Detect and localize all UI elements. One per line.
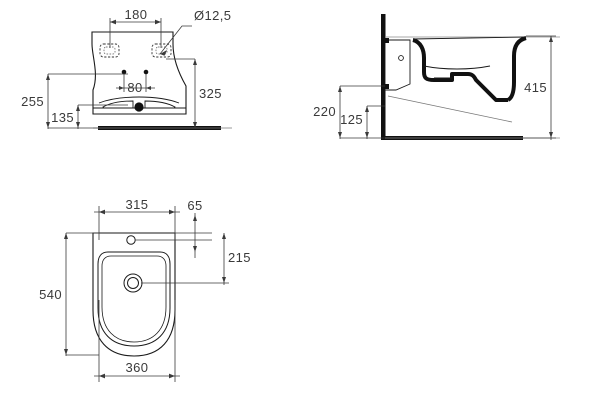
dimension-255-label: 255 xyxy=(21,94,44,109)
side-bracket-box xyxy=(384,39,411,91)
dimension-325 xyxy=(166,58,197,129)
dimension-135 xyxy=(76,104,128,129)
plan-bowl-inner xyxy=(101,255,167,343)
dimension-80 xyxy=(116,69,155,92)
plan-drain-ring xyxy=(123,273,143,293)
dimension-80-label: 80 xyxy=(127,80,142,95)
side-underside-line xyxy=(387,95,513,123)
dimension-125 xyxy=(365,105,385,139)
dimension-215-label: 215 xyxy=(228,250,251,265)
plan-tap-hole xyxy=(126,235,136,245)
dimension-220 xyxy=(338,85,385,139)
side-section-view: 220 125 415 xyxy=(313,14,560,140)
dimension-65-label: 65 xyxy=(187,198,202,213)
side-fixing-bottom xyxy=(383,84,389,89)
dimension-diameter-leader xyxy=(159,25,192,56)
side-bowl-rim xyxy=(412,36,527,79)
side-fixing-top xyxy=(383,38,389,43)
side-wall-line xyxy=(381,14,386,140)
dimension-360-label: 360 xyxy=(126,360,149,375)
dimension-360 xyxy=(94,300,180,382)
dimension-180 xyxy=(109,18,162,48)
dimension-220-label: 220 xyxy=(313,104,336,119)
plan-bowl-outline xyxy=(97,251,171,347)
dimension-325-label: 325 xyxy=(199,86,222,101)
dimension-215 xyxy=(135,233,229,285)
dimension-125-label: 125 xyxy=(340,112,363,127)
front-drain-marker xyxy=(134,102,144,112)
dimension-180-label: 180 xyxy=(125,7,148,22)
fixing-hole-left xyxy=(99,43,120,58)
front-body-outline xyxy=(91,31,187,115)
plan-body-outline xyxy=(92,232,176,357)
dimension-540-label: 540 xyxy=(39,287,62,302)
plan-top-view: 315 65 215 540 xyxy=(39,197,251,382)
side-bidet-profile xyxy=(412,36,527,102)
dimension-diameter-label: Ø12,5 xyxy=(194,8,231,23)
dimension-315-label: 315 xyxy=(126,197,149,212)
dimension-255 xyxy=(46,73,128,129)
dimension-135-label: 135 xyxy=(51,110,74,125)
dimension-65 xyxy=(175,213,212,258)
dimension-415-label: 415 xyxy=(524,80,547,95)
front-elevation-view: 180 Ø12,5 80 255 xyxy=(21,7,232,130)
fixing-hole-right xyxy=(151,43,172,58)
dimension-540 xyxy=(64,232,99,356)
dimension-315 xyxy=(94,206,180,240)
dimension-415 xyxy=(523,35,556,140)
